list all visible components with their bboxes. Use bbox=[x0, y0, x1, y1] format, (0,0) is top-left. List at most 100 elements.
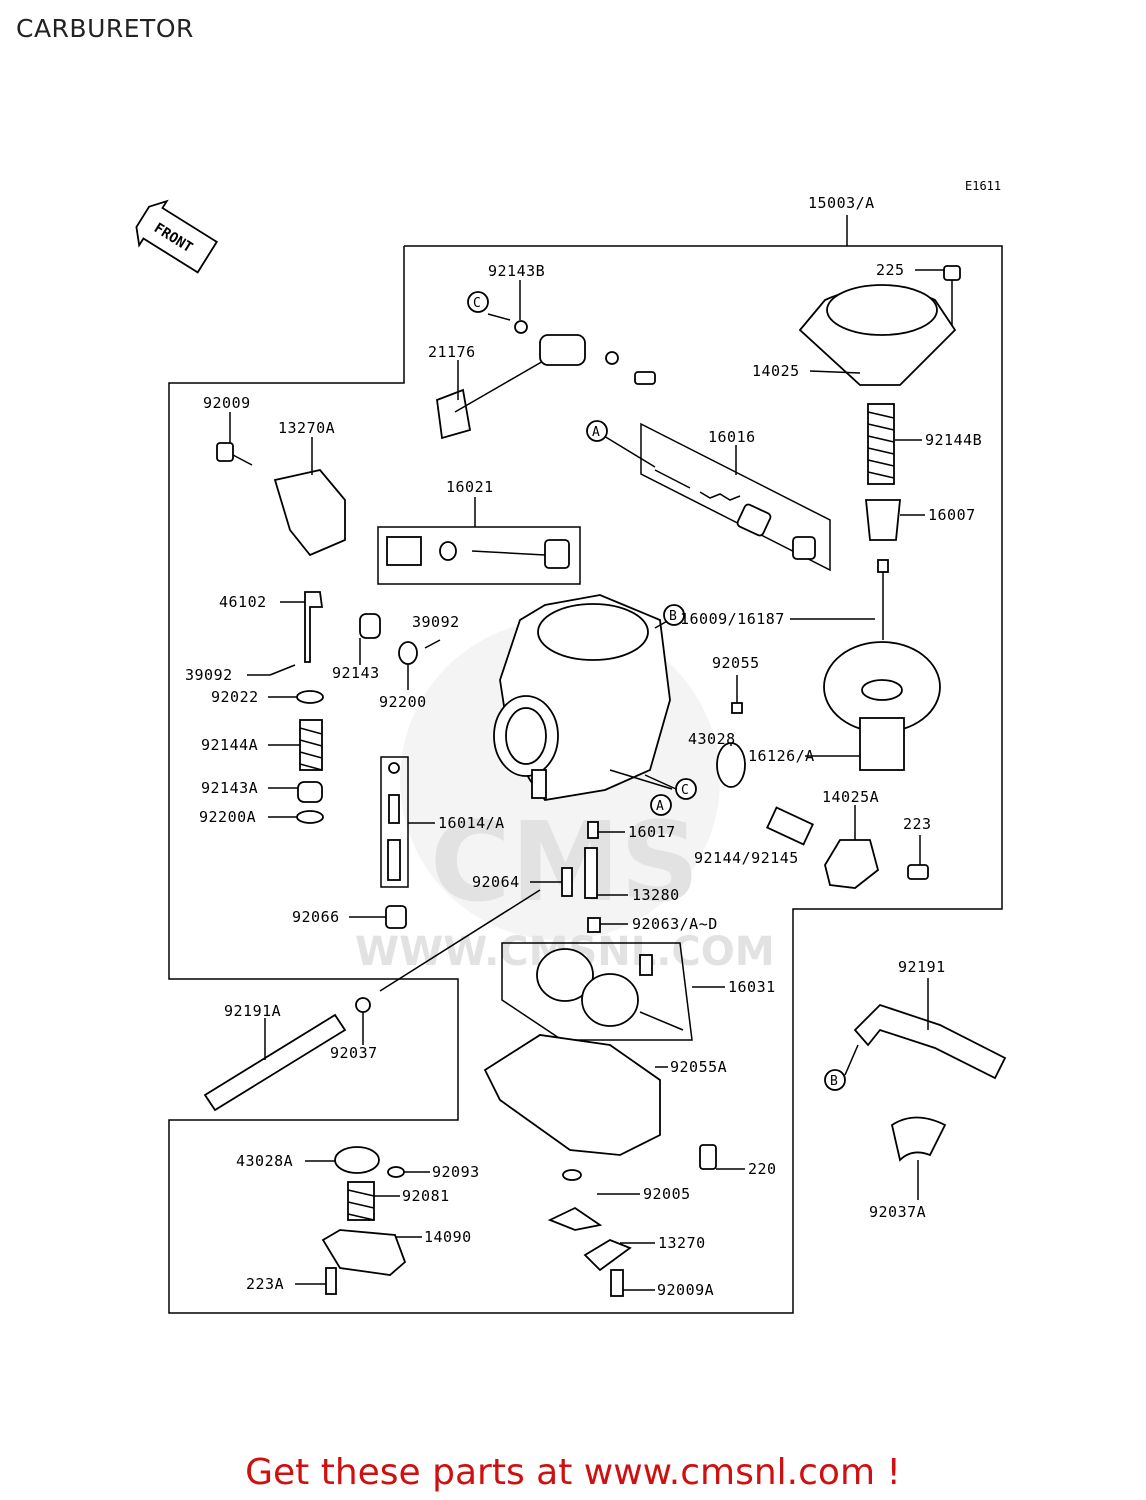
part-label: 13270 bbox=[658, 1234, 706, 1252]
svg-text:B: B bbox=[669, 609, 677, 624]
part-label: 92005 bbox=[643, 1185, 691, 1203]
part-label: 16031 bbox=[728, 978, 776, 996]
callout-c-top: C bbox=[467, 291, 489, 313]
part-label: 92200A bbox=[199, 808, 256, 826]
part-label: 14025A bbox=[822, 788, 879, 806]
watermark-text-cms: CMS bbox=[430, 798, 699, 926]
group-box-16016 bbox=[640, 422, 831, 572]
float-part-16031 bbox=[536, 948, 684, 1031]
part-label: 46102 bbox=[219, 593, 267, 611]
part-label: 225 bbox=[876, 261, 905, 279]
screw-part-225 bbox=[943, 265, 961, 325]
diagram-code: E1611 bbox=[965, 179, 1001, 193]
screw-part-223 bbox=[907, 864, 929, 880]
spring-part-92144-92145 bbox=[766, 806, 814, 846]
callout-b-body: B bbox=[663, 604, 685, 626]
part-label: 223A bbox=[246, 1275, 284, 1293]
part-label: 16016 bbox=[708, 428, 756, 446]
push-rod-part bbox=[304, 591, 324, 663]
jet-part-16017 bbox=[587, 821, 599, 839]
screw-part-220 bbox=[699, 1144, 717, 1170]
jet-part-92064 bbox=[561, 867, 573, 897]
spring-part-92081 bbox=[347, 1181, 375, 1221]
pin-part-39092-left bbox=[269, 664, 296, 676]
top-cover-part bbox=[798, 284, 957, 386]
part-label: 13270A bbox=[278, 419, 335, 437]
choke-lever-part bbox=[436, 320, 656, 440]
clip-part-92037 bbox=[355, 997, 371, 1013]
part-label: 15003/A bbox=[808, 194, 875, 212]
part-label: 92191A bbox=[224, 1002, 281, 1020]
part-label: 43028 bbox=[688, 730, 736, 748]
front-arrow-icon: FRONT bbox=[135, 199, 219, 274]
pin-part-39092-right bbox=[424, 639, 441, 649]
part-label: 14025 bbox=[752, 362, 800, 380]
page-title: CARBURETOR bbox=[16, 14, 194, 43]
fitting-part-92005 bbox=[547, 1169, 603, 1231]
needle-holder-part bbox=[865, 499, 901, 640]
part-label: 16007 bbox=[928, 506, 976, 524]
part-label: 92063/A~D bbox=[632, 915, 718, 933]
part-label: 92144B bbox=[925, 431, 982, 449]
part-label: 92022 bbox=[211, 688, 259, 706]
part-label: 92055 bbox=[712, 654, 760, 672]
group-box-16031 bbox=[501, 942, 693, 1041]
clip-part-92037a bbox=[890, 1116, 947, 1162]
spring-part-16021 bbox=[386, 536, 570, 569]
float-bowl-part bbox=[483, 1034, 661, 1156]
part-label: 16126/A bbox=[748, 747, 815, 765]
group-box-16014 bbox=[380, 756, 409, 888]
spring-part-92144b bbox=[867, 403, 895, 485]
cap-part-92143a bbox=[297, 781, 323, 803]
part-label: 220 bbox=[748, 1160, 777, 1178]
leader-lines bbox=[229, 269, 945, 1291]
tube-part-92191a bbox=[203, 1013, 347, 1112]
part-label: 39092 bbox=[412, 613, 460, 631]
part-label: 92081 bbox=[402, 1187, 450, 1205]
washer-part-92200a bbox=[296, 810, 324, 824]
pilot-screw-part-16016 bbox=[654, 469, 816, 560]
jet-part-92063 bbox=[587, 917, 601, 933]
jet-part-16014 bbox=[387, 762, 401, 881]
screw-part-92009 bbox=[216, 442, 253, 466]
callout-b-hose: B bbox=[824, 1069, 846, 1091]
svg-text:A: A bbox=[656, 799, 664, 814]
part-label: 92200 bbox=[379, 693, 427, 711]
cta-link[interactable]: Get these parts at www.cmsnl.com ! bbox=[245, 1452, 901, 1493]
part-label: 92191 bbox=[898, 958, 946, 976]
callout-a-body: A bbox=[650, 794, 672, 816]
carburetor-body-part bbox=[493, 594, 671, 801]
cover-part-14090 bbox=[321, 1229, 407, 1276]
part-label: 13280 bbox=[632, 886, 680, 904]
washer-part-92022 bbox=[296, 690, 324, 704]
part-label: 92144/92145 bbox=[694, 849, 799, 867]
part-label: 14090 bbox=[424, 1228, 472, 1246]
cap-part-92066 bbox=[385, 905, 407, 929]
nut-part-92055 bbox=[731, 702, 743, 714]
diaphragm-part bbox=[823, 641, 941, 771]
oring-part-92093 bbox=[387, 1166, 405, 1178]
part-label: 92144A bbox=[201, 736, 258, 754]
callout-a-top: A bbox=[586, 420, 608, 442]
bracket-part-13270 bbox=[583, 1238, 632, 1272]
svg-text:C: C bbox=[473, 296, 481, 311]
screw-part-223a bbox=[325, 1267, 337, 1295]
part-label: 43028A bbox=[236, 1152, 293, 1170]
part-label: 21176 bbox=[428, 343, 476, 361]
part-label: 92009 bbox=[203, 394, 251, 412]
part-labels: 15003/A 225 92143B 21176 14025 92009 132… bbox=[185, 194, 982, 1299]
hose-part-92191 bbox=[853, 1003, 1007, 1080]
screw-part-92009a bbox=[610, 1269, 624, 1297]
washer-part-92200 bbox=[398, 641, 418, 665]
cap-part-92143 bbox=[359, 613, 381, 639]
svg-text:B: B bbox=[830, 1074, 838, 1089]
part-label: 39092 bbox=[185, 666, 233, 684]
part-label: 92037A bbox=[869, 1203, 926, 1221]
cap-part-43028 bbox=[716, 742, 746, 788]
cover-part-14025a bbox=[824, 839, 880, 889]
svg-text:C: C bbox=[681, 783, 689, 798]
part-label: 92055A bbox=[670, 1058, 727, 1076]
callout-c-body: C bbox=[675, 778, 697, 800]
part-label: 223 bbox=[903, 815, 932, 833]
